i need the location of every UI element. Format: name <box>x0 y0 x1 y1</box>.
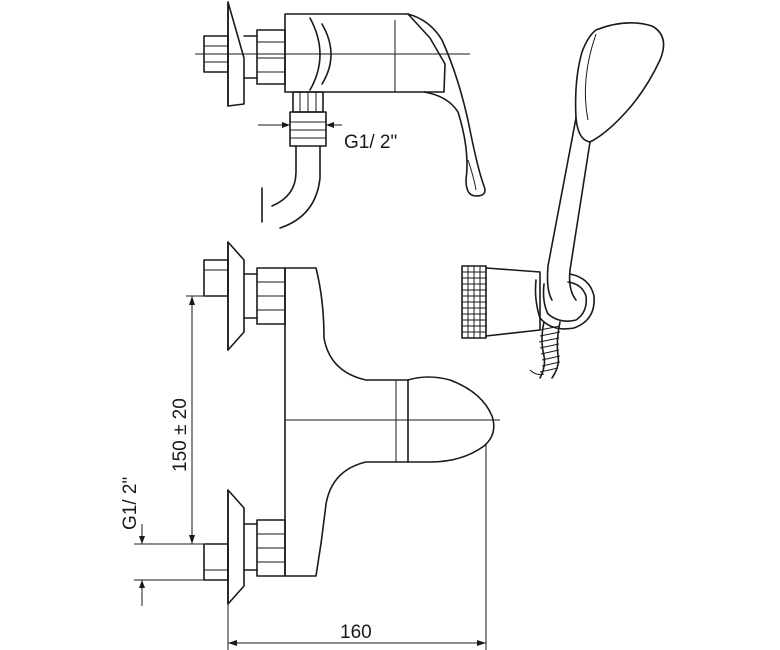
hand-shower <box>546 22 665 301</box>
dimension-depth: 160 <box>227 444 487 650</box>
top-thread-label: G1/ 2" <box>344 132 397 153</box>
knurling <box>462 266 486 338</box>
spacing-label: 150 ± 20 <box>170 398 191 472</box>
front-view-mixer <box>203 241 500 605</box>
dimension-top-thread: G1/ 2" <box>258 122 397 153</box>
side-thread-label: G1/ 2" <box>120 477 141 530</box>
wall-holder <box>461 265 595 339</box>
dimension-spacing: 150 ± 20 <box>170 295 204 545</box>
flexible-hose <box>529 321 561 379</box>
depth-label: 160 <box>340 622 372 643</box>
dimension-side-thread: G1/ 2" <box>120 477 204 606</box>
top-view-mixer <box>195 1 486 229</box>
